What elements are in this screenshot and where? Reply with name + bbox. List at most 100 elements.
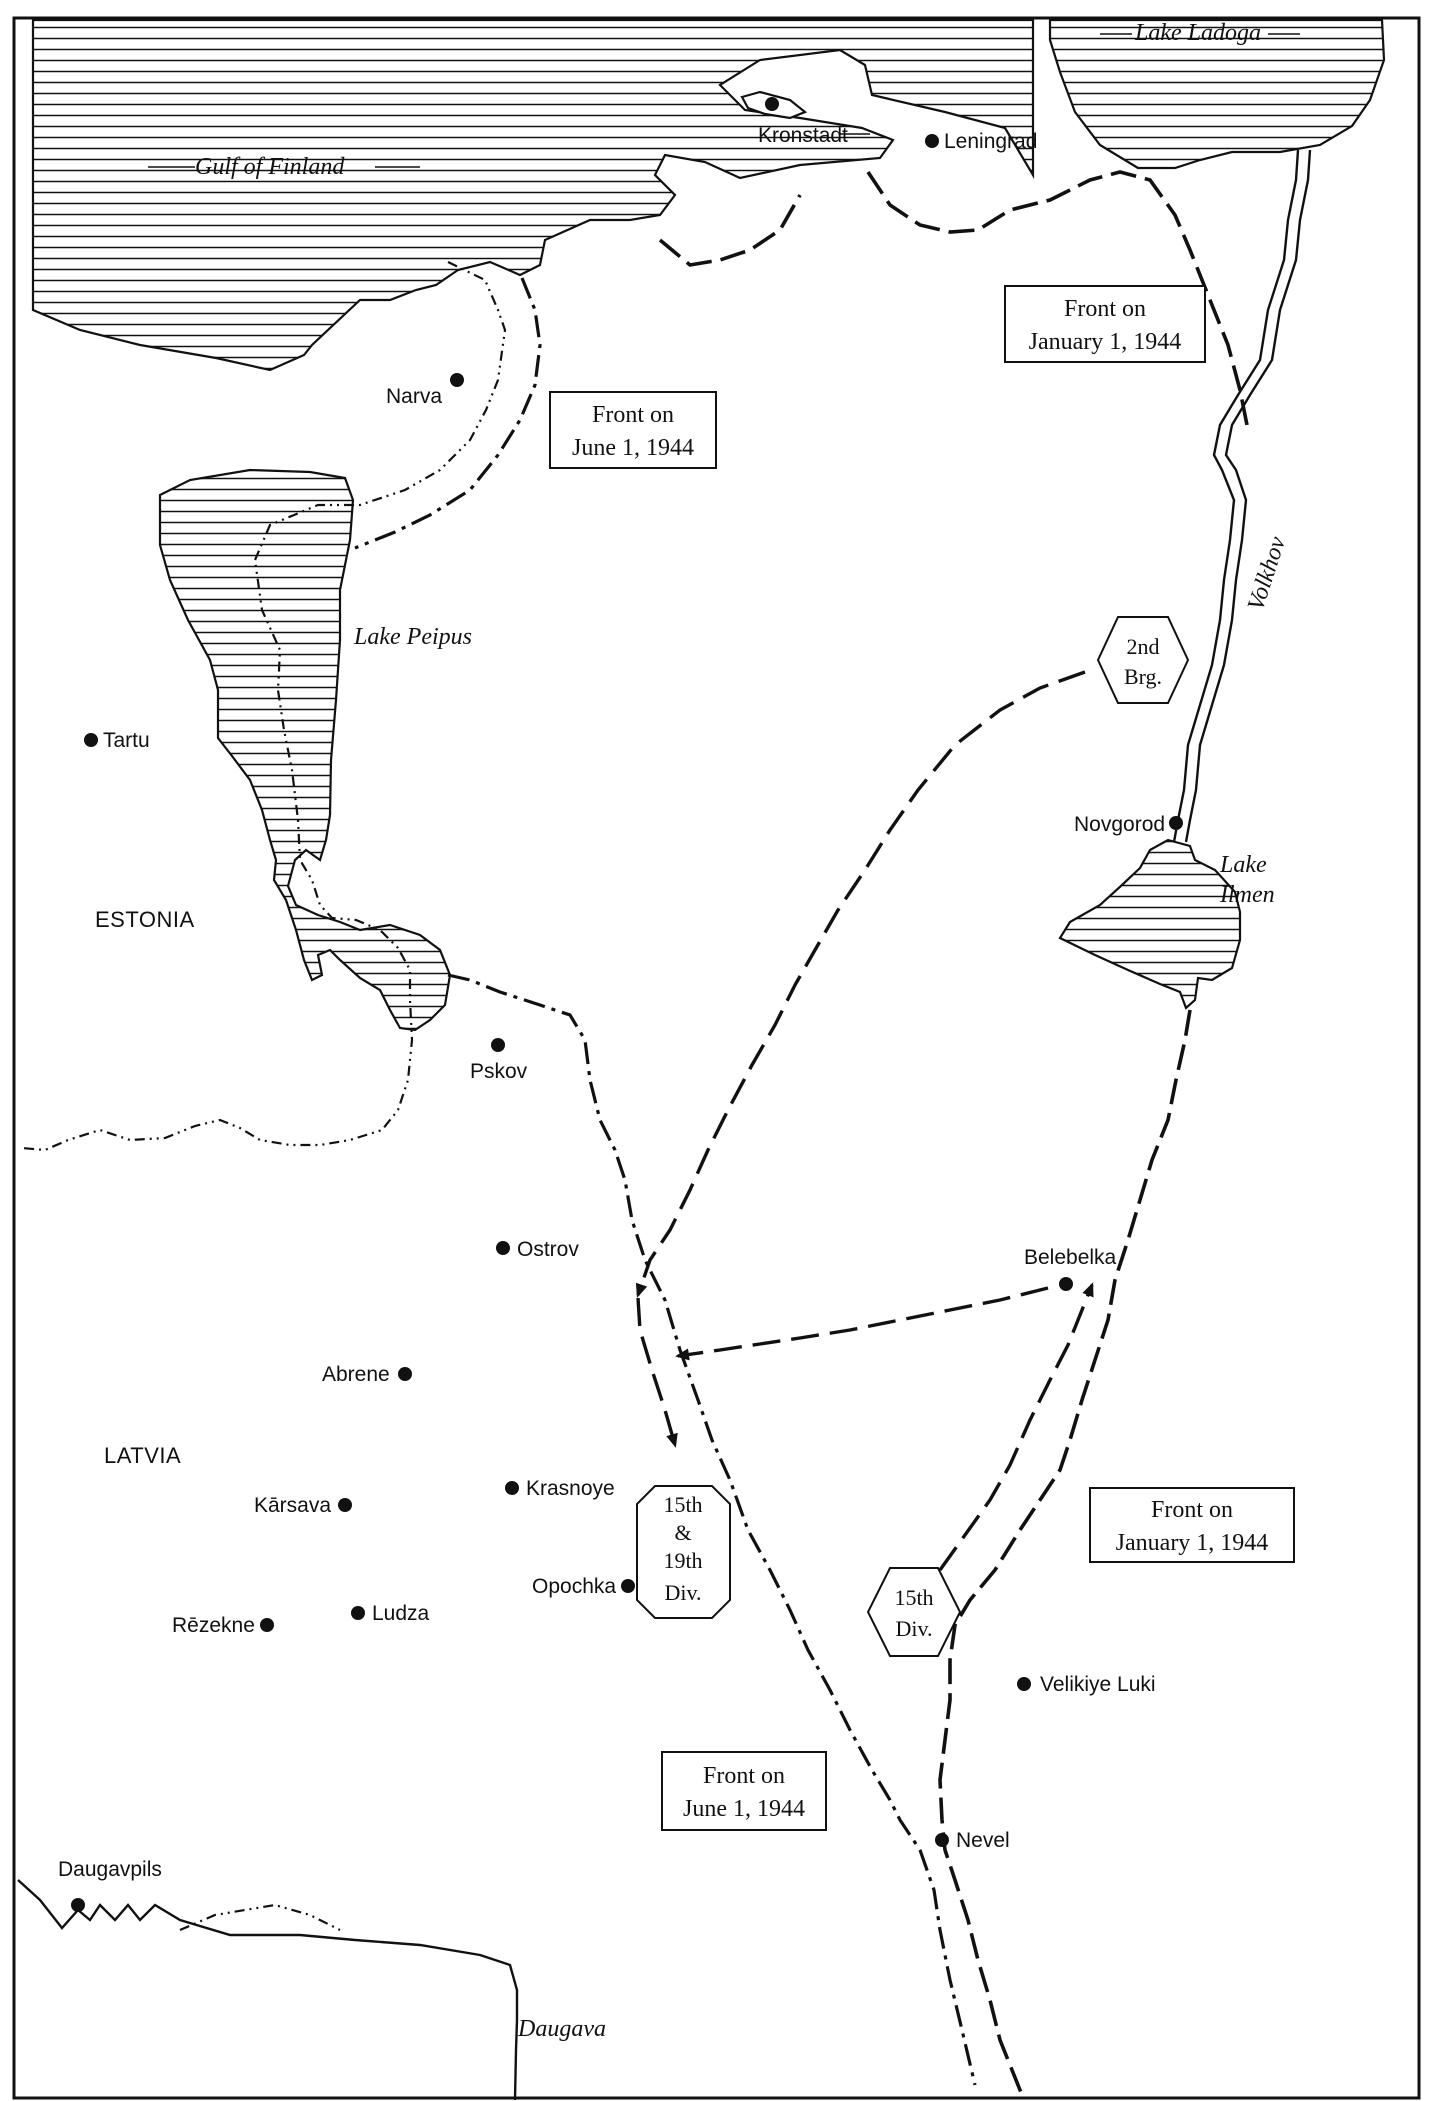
city-label: Rēzekne xyxy=(172,1614,255,1637)
estonia-russia-border xyxy=(21,261,507,1152)
city-velikiye-luki: Velikiye Luki xyxy=(1017,1673,1156,1696)
city-kronstadt: Kronstadt xyxy=(758,97,870,147)
city-label: Krasnoye xyxy=(526,1477,615,1500)
city-label: Opochka xyxy=(532,1575,616,1598)
city-dot xyxy=(71,1898,85,1912)
lake-ladoga-water xyxy=(1048,18,1386,170)
city-leningrad: Leningrad xyxy=(925,130,1037,153)
lake-ilmen-label-2: Ilmen xyxy=(1219,882,1275,908)
daugava-label: Daugava xyxy=(517,2016,606,2042)
city-pskov: Pskov xyxy=(470,1038,528,1083)
city-tartu: Tartu xyxy=(84,729,150,752)
arrow-2nd-brg-route xyxy=(635,670,1086,1298)
front-box-jun-north: Front on June 1, 1944 xyxy=(549,391,717,469)
unit-label-line-2: Brg. xyxy=(1124,664,1162,689)
city-label: Kārsava xyxy=(254,1494,331,1517)
front-jun-1944-north xyxy=(354,277,542,550)
city-dot xyxy=(260,1618,274,1632)
front-box-jan-south: Front on January 1, 1944 xyxy=(1089,1487,1295,1563)
front-box-frame xyxy=(1004,285,1206,363)
front-box-line-1: Front on xyxy=(1151,1497,1233,1523)
front-box-line-1: Front on xyxy=(703,1763,785,1789)
volkhov-river-bank xyxy=(1172,149,1300,843)
latvia-label: LATVIA xyxy=(104,1443,181,1468)
city-label: Kronstadt xyxy=(758,124,848,147)
unit-label-line-1: 15th xyxy=(894,1585,933,1610)
front-jan-1944-north xyxy=(658,170,1250,431)
city-dot xyxy=(925,134,939,148)
arrow-west-strike xyxy=(636,1297,678,1448)
front-jan-1944-south xyxy=(938,1009,1192,2096)
gulf-of-finland-label: Gulf of Finland xyxy=(195,154,345,180)
city-krasnoye: Krasnoye xyxy=(505,1477,615,1500)
front-box-jun-south: Front on June 1, 1944 xyxy=(661,1751,827,1831)
unit-15th-division: 15th Div. xyxy=(866,1567,962,1657)
city-dot xyxy=(491,1038,505,1052)
unit-label-line-4: Div. xyxy=(664,1580,701,1605)
city-label: Novgorod xyxy=(1074,813,1165,836)
city-label: Ludza xyxy=(372,1602,430,1625)
front-box-frame xyxy=(661,1751,827,1831)
city-label: Daugavpils xyxy=(58,1858,162,1881)
lake-ilmen-water xyxy=(1058,838,1242,1010)
estonia-label: ESTONIA xyxy=(95,907,195,932)
unit-marker-hexagon xyxy=(1096,616,1190,704)
city-dot xyxy=(338,1498,352,1512)
city-dot xyxy=(398,1367,412,1381)
front-box-line-1: Front on xyxy=(1064,296,1146,322)
city-dot xyxy=(935,1833,949,1847)
city-dot xyxy=(1059,1277,1073,1291)
unit-label-line-3: 19th xyxy=(663,1548,702,1573)
city-label: Velikiye Luki xyxy=(1040,1673,1156,1696)
city-label: Tartu xyxy=(103,729,150,752)
city-label: Narva xyxy=(386,385,442,408)
city-narva: Narva xyxy=(386,373,464,408)
city-dot xyxy=(496,1241,510,1255)
arrow-belebelka-west xyxy=(675,1286,1049,1361)
city-dot xyxy=(505,1481,519,1495)
unit-15th-19th-division: 15th & 19th Div. xyxy=(636,1485,731,1619)
city-label: Abrene xyxy=(322,1363,390,1386)
city-dot xyxy=(1169,816,1183,830)
unit-label-line-2: Div. xyxy=(895,1616,932,1641)
front-jun-1944-south xyxy=(447,973,977,2086)
city-label: Belebelka xyxy=(1024,1246,1117,1269)
front-box-line-2: January 1, 1944 xyxy=(1029,329,1182,355)
gulf-of-finland-water xyxy=(31,18,1035,372)
city-opochka: Opochka xyxy=(532,1575,635,1598)
latvia-belarus-border xyxy=(179,1903,341,1932)
city-label: Ostrov xyxy=(517,1238,579,1261)
lake-peipus-label: Lake Peipus xyxy=(353,624,472,650)
city-dot xyxy=(765,97,779,111)
front-box-line-2: June 1, 1944 xyxy=(572,435,694,461)
city-dot xyxy=(351,1606,365,1620)
unit-label-line-2: & xyxy=(674,1520,691,1545)
city-abrene: Abrene xyxy=(322,1363,412,1386)
city-daugavpils: Daugavpils xyxy=(58,1858,162,1912)
volkhov-label: Volkhov xyxy=(1243,533,1291,614)
city-label: Pskov xyxy=(470,1060,528,1083)
front-box-jan-north: Front on January 1, 1944 xyxy=(1004,285,1206,363)
city-dot xyxy=(1017,1677,1031,1691)
city-label: Leningrad xyxy=(944,130,1037,153)
front-box-line-2: January 1, 1944 xyxy=(1116,1530,1269,1556)
front-box-frame xyxy=(1089,1487,1295,1563)
map-frame xyxy=(12,16,1421,2100)
city-karsava: Kārsava xyxy=(254,1494,352,1517)
front-box-frame xyxy=(549,391,717,469)
lake-peipus-water xyxy=(158,468,452,1032)
city-dot xyxy=(84,733,98,747)
unit-2nd-brigade: 2nd Brg. xyxy=(1096,616,1190,704)
city-novgorod: Novgorod xyxy=(1074,813,1183,836)
city-nevel: Nevel xyxy=(935,1829,1010,1852)
city-ostrov: Ostrov xyxy=(496,1238,579,1261)
unit-marker-octagon xyxy=(636,1485,731,1619)
city-dot xyxy=(450,373,464,387)
city-belebelka: Belebelka xyxy=(1024,1246,1117,1291)
city-dot xyxy=(621,1579,635,1593)
volkhov-river xyxy=(1184,149,1312,843)
lake-ladoga-label: Lake Ladoga xyxy=(1134,20,1261,46)
city-ludza: Ludza xyxy=(351,1602,430,1625)
daugava-river xyxy=(17,1879,519,2101)
